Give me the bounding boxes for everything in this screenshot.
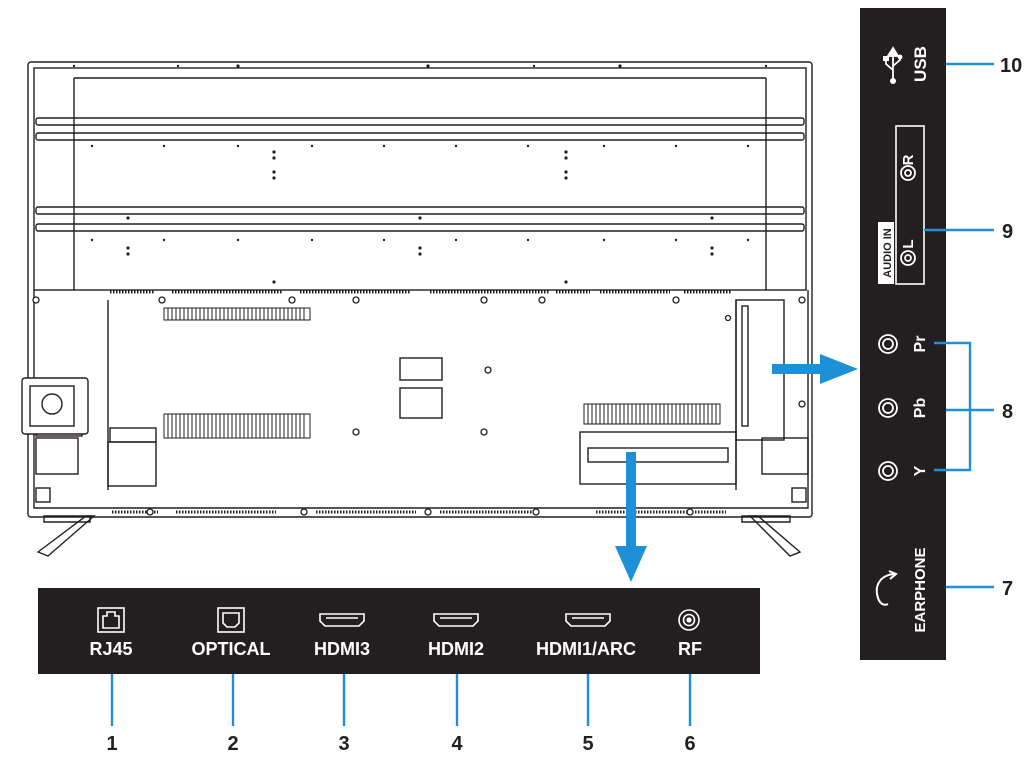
hdmi-port-icon [433, 613, 479, 627]
port-label-hdmi1-arc: HDMI1/ARC [536, 639, 636, 659]
port-label-rf: RF [678, 639, 702, 659]
side-connector-panel [860, 8, 946, 660]
tv-screws [32, 296, 806, 516]
callout-number-7: 7 [1002, 578, 1013, 600]
side-callout-numbers: 10 9 8 7 [1000, 55, 1022, 600]
side-label-audio-l: L [900, 239, 917, 248]
rj45-port-icon [97, 607, 125, 633]
arrow-to-side-panel [772, 354, 858, 384]
callout-number-8: 8 [1002, 401, 1013, 423]
pr-jack-icon [878, 334, 898, 354]
component-jack-icons [878, 334, 898, 481]
side-label-usb: USB [911, 46, 930, 82]
blue-arrows [615, 354, 858, 582]
bottom-callout-lines [110, 674, 692, 726]
side-label-y: Y [912, 465, 929, 476]
side-label-pr: Pr [912, 336, 929, 353]
port-label-hdmi3: HDMI3 [314, 639, 370, 659]
audio-jack-icons [900, 165, 916, 266]
hdmi-port-icon [565, 613, 611, 627]
callout-number-6: 6 [684, 733, 695, 755]
pb-jack-icon [878, 398, 898, 418]
side-callout-lines [924, 62, 994, 589]
earphone-icon [875, 570, 898, 606]
audio-in-group-box [895, 125, 925, 285]
tv-dots [72, 64, 768, 284]
arrow-to-bottom-panel [615, 452, 647, 582]
hdmi-port-icon [319, 613, 365, 627]
rf-coax-port-icon [678, 609, 700, 631]
audio-in-group-label: AUDIO IN [878, 222, 894, 284]
audio-in-label: AUDIO IN [882, 228, 894, 278]
optical-port-icon [217, 607, 245, 633]
port-label-hdmi2: HDMI2 [428, 639, 484, 659]
side-label-earphone: EARPHONE [912, 547, 929, 632]
side-label-pb: Pb [912, 398, 929, 419]
audio-left-jack-icon [900, 250, 916, 266]
tv-vent-grilles [110, 290, 732, 514]
bottom-connector-panel [38, 588, 760, 674]
audio-right-jack-icon [900, 165, 916, 181]
callout-number-2: 2 [227, 733, 238, 755]
bottom-port-labels: RJ45 OPTICAL HDMI3 HDMI2 HDMI1/ARC RF [89, 639, 702, 659]
usb-icon [883, 46, 903, 84]
port-label-optical: OPTICAL [192, 639, 271, 659]
side-label-audio-r: R [900, 154, 917, 165]
port-label-rj45: RJ45 [89, 639, 132, 659]
tv-back-illustration [21, 61, 813, 557]
callout-number-10: 10 [1000, 55, 1022, 77]
callout-number-9: 9 [1002, 221, 1013, 243]
callout-number-1: 1 [106, 733, 117, 755]
callout-number-5: 5 [582, 733, 593, 755]
bottom-callout-numbers: 1 2 3 4 5 6 [106, 733, 695, 755]
y-jack-icon [878, 461, 898, 481]
callout-number-3: 3 [338, 733, 349, 755]
callout-number-4: 4 [451, 733, 463, 755]
